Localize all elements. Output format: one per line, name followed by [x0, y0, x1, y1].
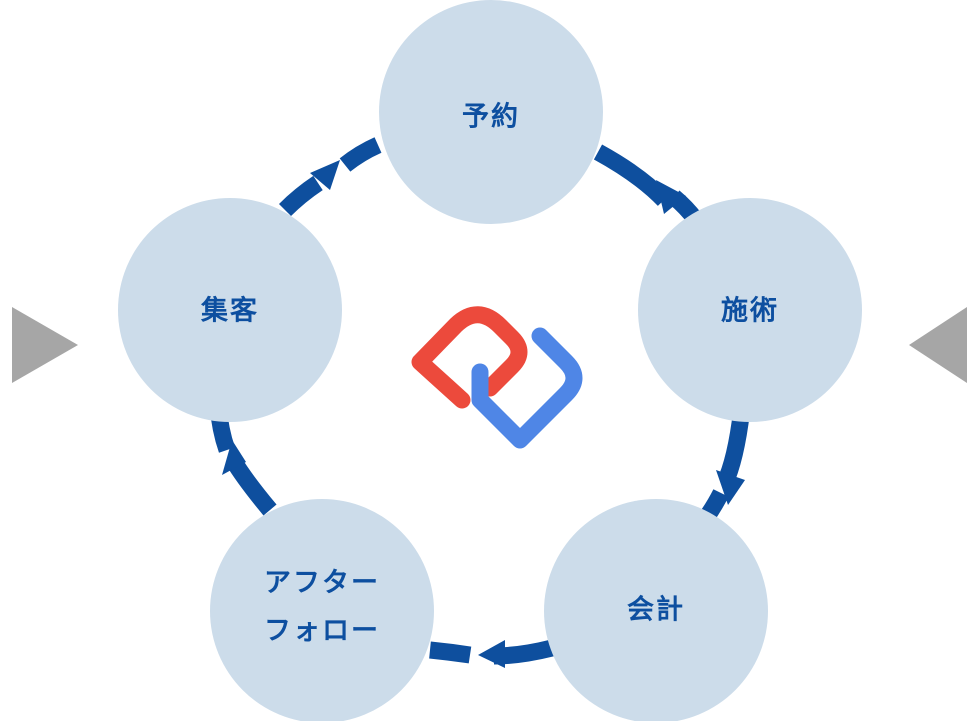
arrowhead-checkout-to-afterfollow [478, 640, 505, 668]
node-checkout: 会計 [544, 499, 768, 723]
arrowhead-attraction-to-reservation [310, 160, 340, 190]
cycle-arrowheads [222, 160, 745, 668]
node-reservation: 予約 [379, 0, 603, 224]
arrow-attraction-to-reservation-head-segment [339, 137, 382, 172]
triangle-left-icon [909, 307, 967, 383]
arrow-checkout-to-afterfollow-end-segment [429, 641, 472, 664]
node-treatment: 施術 [638, 198, 862, 422]
triangle-right-icon [12, 307, 78, 383]
node-afterfollow: アフター フォロー [210, 499, 434, 723]
node-label-reservation: 予約 [462, 101, 520, 133]
arrowhead-afterfollow-to-attraction [222, 440, 246, 475]
node-label-afterfollow-line1: アフター [264, 568, 380, 599]
arrow-reservation-to-treatment [593, 144, 671, 206]
arrowhead-reservation-to-treatment [656, 180, 686, 214]
arrow-attraction-to-reservation [278, 175, 323, 217]
logo-dot [474, 364, 488, 378]
node-label-attraction: 集客 [200, 295, 259, 327]
logo-blue-stroke [471, 327, 583, 449]
arrowhead-treatment-to-checkout [716, 470, 745, 505]
arrow-afterfollow-to-attraction [225, 455, 277, 516]
logo-red-stroke [411, 306, 528, 409]
node-label-checkout: 会計 [627, 594, 685, 626]
brand-logo-icon [411, 306, 583, 449]
node-label-treatment: 施術 [721, 296, 779, 327]
node-attraction: 集客 [118, 198, 342, 422]
node-label-afterfollow-line2: フォロー [264, 616, 380, 647]
